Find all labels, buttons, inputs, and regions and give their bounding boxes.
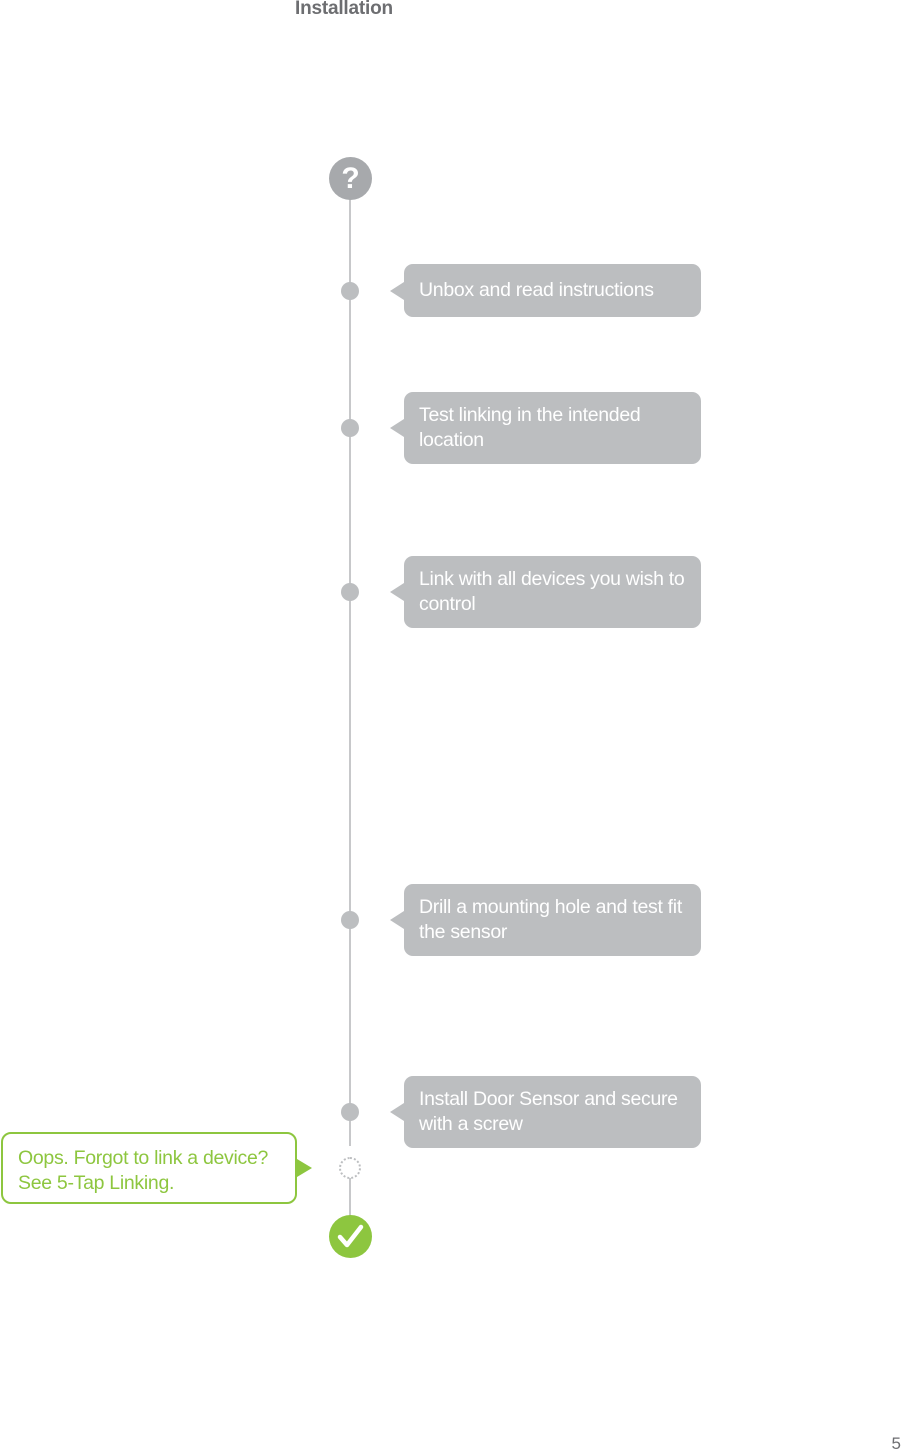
step-bubble: Install Door Sensor and secure with a sc…	[390, 1076, 701, 1148]
step-dot	[341, 911, 359, 929]
page-title: Installation	[295, 0, 393, 19]
page-number: 5	[891, 1434, 901, 1453]
step-dot	[341, 1103, 359, 1121]
timeline-line-end	[349, 1178, 351, 1216]
step-bubble: Link with all devices you wish to contro…	[390, 556, 701, 628]
checkmark-glyph	[337, 1224, 364, 1248]
step-dot	[341, 282, 359, 300]
checkmark-icon	[329, 1215, 372, 1258]
optional-step-marker	[339, 1157, 361, 1179]
step-dot	[341, 419, 359, 437]
step-bubble: Test linking in the intended location	[390, 392, 701, 464]
callout-pointer	[297, 1159, 312, 1177]
timeline-line	[349, 198, 351, 1146]
question-mark-icon: ?	[329, 157, 372, 200]
step-dot	[341, 583, 359, 601]
callout-note: Oops. Forgot to link a device? See 5-Tap…	[1, 1132, 297, 1204]
step-bubble: Unbox and read instructions	[390, 264, 701, 317]
step-bubble: Drill a mounting hole and test fit the s…	[390, 884, 701, 956]
